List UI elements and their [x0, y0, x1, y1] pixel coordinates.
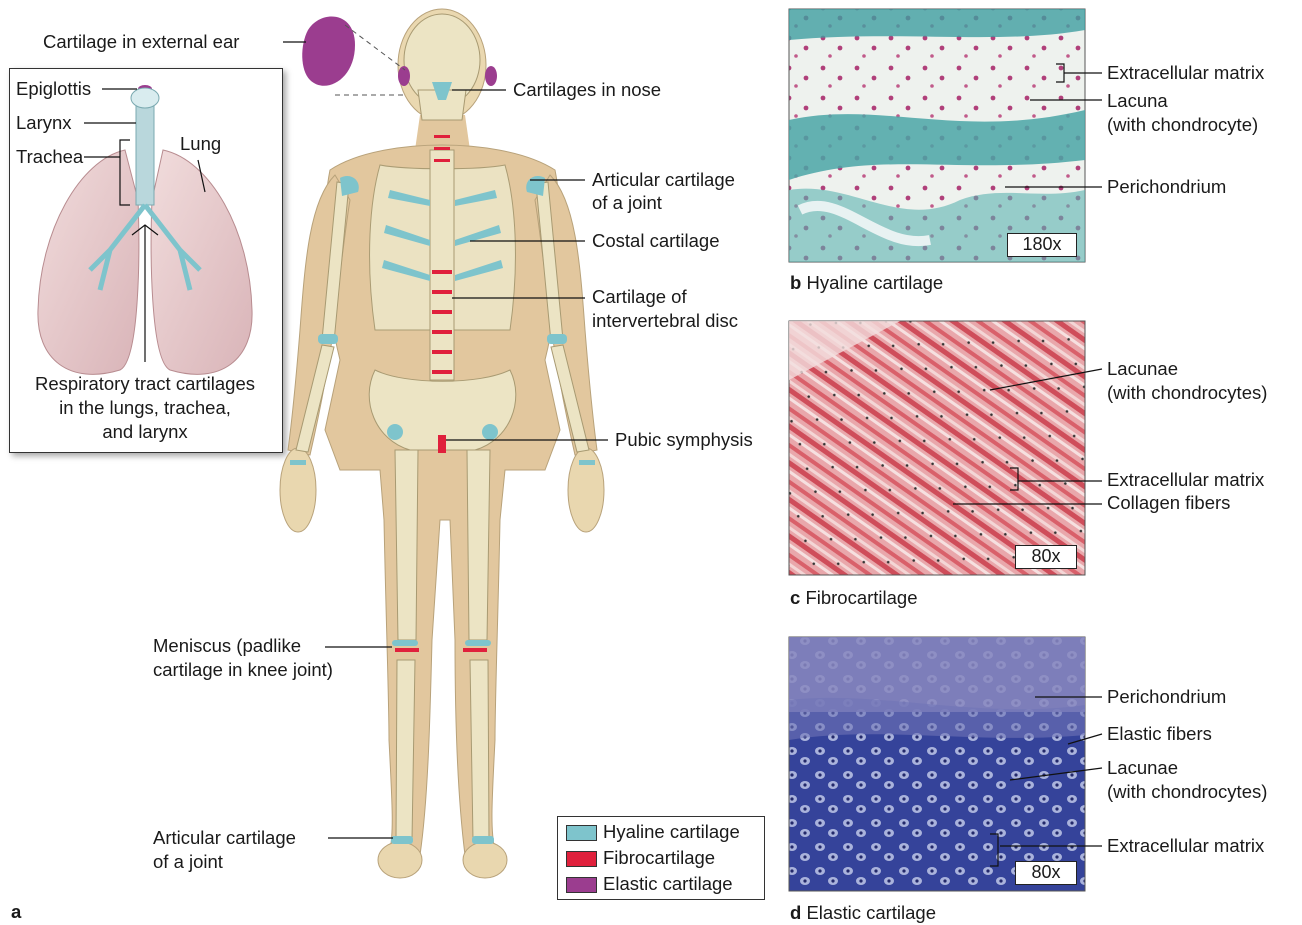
- label-articular-ankle-1: Articular cartilage: [153, 827, 296, 849]
- micrograph-fibrocartilage: [789, 321, 1085, 575]
- panel-letter-b: b: [790, 272, 801, 293]
- label-ear-cartilage: Cartilage in external ear: [43, 31, 239, 53]
- label-resp-2: in the lungs, trachea,: [12, 397, 278, 419]
- magnification-c: 80x: [1015, 545, 1077, 569]
- micrograph-elastic: [789, 637, 1085, 891]
- panel-letter-d: d: [790, 902, 801, 923]
- label-larynx: Larynx: [16, 112, 72, 134]
- label-d-matrix: Extracellular matrix: [1107, 835, 1264, 857]
- cartilage-legend: Hyaline cartilage Fibrocartilage Elastic…: [557, 816, 765, 900]
- label-d-lacunae-2: (with chondrocytes): [1107, 781, 1267, 803]
- label-d-lacunae-1: Lacunae: [1107, 757, 1178, 779]
- label-pubic-symphysis: Pubic symphysis: [615, 429, 753, 451]
- legend-label-fibro: Fibrocartilage: [603, 847, 715, 869]
- label-articular-shoulder-2: of a joint: [592, 192, 662, 214]
- label-d-elastic-fibers: Elastic fibers: [1107, 723, 1212, 745]
- label-disc-2: intervertebral disc: [592, 310, 738, 332]
- caption-d-text: Elastic cartilage: [806, 902, 936, 923]
- legend-swatch-elastic: [566, 877, 597, 893]
- caption-c: c Fibrocartilage: [790, 587, 918, 609]
- caption-c-text: Fibrocartilage: [805, 587, 917, 608]
- label-b-perichondrium: Perichondrium: [1107, 176, 1226, 198]
- panel-letter-c: c: [790, 587, 800, 608]
- label-resp-1: Respiratory tract cartilages: [12, 373, 278, 395]
- label-lung: Lung: [180, 133, 221, 155]
- label-d-perichondrium: Perichondrium: [1107, 686, 1226, 708]
- label-b-lacuna-1: Lacuna: [1107, 90, 1168, 112]
- label-trachea: Trachea: [16, 146, 83, 168]
- label-c-matrix: Extracellular matrix: [1107, 469, 1264, 491]
- label-meniscus-2: cartilage in knee joint): [153, 659, 333, 681]
- legend-label-elastic: Elastic cartilage: [603, 873, 733, 895]
- label-b-matrix: Extracellular matrix: [1107, 62, 1264, 84]
- caption-d: d Elastic cartilage: [790, 902, 936, 924]
- magnification-d: 80x: [1015, 861, 1077, 885]
- label-costal-cartilage: Costal cartilage: [592, 230, 720, 252]
- label-articular-ankle-2: of a joint: [153, 851, 223, 873]
- magnification-b: 180x: [1007, 233, 1077, 257]
- label-resp-3: and larynx: [12, 421, 278, 443]
- label-c-lacunae-2: (with chondrocytes): [1107, 382, 1267, 404]
- label-b-lacuna-2: (with chondrocyte): [1107, 114, 1258, 136]
- label-nose-cartilages: Cartilages in nose: [513, 79, 661, 101]
- label-articular-shoulder-1: Articular cartilage: [592, 169, 735, 191]
- label-meniscus-1: Meniscus (padlike: [153, 635, 301, 657]
- legend-swatch-fibro: [566, 851, 597, 867]
- micrograph-hyaline: [789, 9, 1085, 262]
- legend-label-hyaline: Hyaline cartilage: [603, 821, 740, 843]
- caption-b-text: Hyaline cartilage: [806, 272, 943, 293]
- caption-b: b Hyaline cartilage: [790, 272, 943, 294]
- label-disc-1: Cartilage of: [592, 286, 687, 308]
- label-c-collagen: Collagen fibers: [1107, 492, 1230, 514]
- legend-swatch-hyaline: [566, 825, 597, 841]
- label-c-lacunae-1: Lacunae: [1107, 358, 1178, 380]
- panel-letter-a: a: [11, 901, 21, 923]
- label-epiglottis: Epiglottis: [16, 78, 91, 100]
